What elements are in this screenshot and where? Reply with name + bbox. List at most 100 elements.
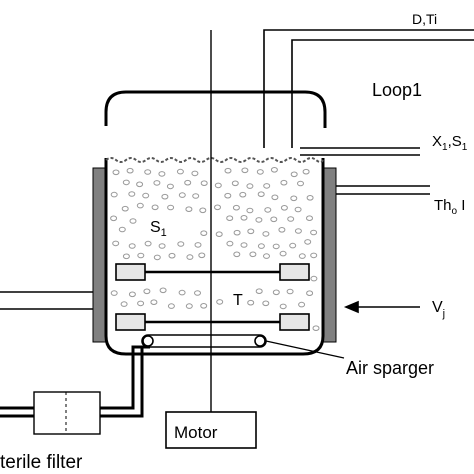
left-jacket xyxy=(92,167,107,343)
bubble xyxy=(302,168,310,175)
bubble xyxy=(194,242,202,248)
bubble xyxy=(185,303,193,309)
bubble xyxy=(286,288,294,295)
vessel-head xyxy=(104,90,327,128)
bubble xyxy=(191,170,199,177)
bubble xyxy=(306,290,314,297)
upper-impeller xyxy=(115,263,310,281)
bubble xyxy=(129,218,137,224)
bubble xyxy=(257,191,265,197)
bubble xyxy=(137,252,145,259)
bubble xyxy=(112,240,120,247)
bubble xyxy=(310,275,318,282)
bubble xyxy=(122,179,130,186)
bubble xyxy=(214,204,221,211)
bubble xyxy=(158,171,166,177)
bubble xyxy=(278,227,286,233)
bubble xyxy=(176,168,184,175)
label-air-sparger: Air sparger xyxy=(346,358,434,378)
bubble xyxy=(263,183,271,189)
bubble xyxy=(198,252,206,259)
bubble xyxy=(200,180,208,186)
bubble xyxy=(232,204,240,211)
gas-bubbles xyxy=(110,167,320,332)
bubble xyxy=(262,300,270,307)
s1-subscript: 1 xyxy=(161,227,167,239)
label-x1-s1: X1,S1 xyxy=(432,133,468,153)
bubble xyxy=(257,243,265,249)
bubble xyxy=(167,204,175,211)
bubble xyxy=(279,303,287,310)
bubble xyxy=(289,242,297,249)
bubble xyxy=(137,300,145,307)
bubble xyxy=(280,179,288,186)
liquid-surface xyxy=(105,157,324,163)
bubble xyxy=(120,301,128,307)
bubble xyxy=(153,180,161,186)
bubble xyxy=(240,215,248,221)
th-rest: I xyxy=(457,197,465,214)
bubble xyxy=(270,216,278,223)
bubble xyxy=(126,167,134,174)
bubble xyxy=(255,217,263,223)
bubble xyxy=(294,228,302,234)
label-d-ti: D,Ti xyxy=(412,11,437,27)
bubble xyxy=(306,215,313,221)
bubble xyxy=(262,231,270,237)
bubble xyxy=(153,254,161,261)
bubble xyxy=(304,239,312,245)
motor-box xyxy=(165,411,257,449)
label-s1: S1 xyxy=(150,219,167,239)
bubble xyxy=(310,252,318,259)
bubble xyxy=(194,290,201,296)
bubble xyxy=(185,206,193,212)
bubble xyxy=(246,207,254,214)
bubble xyxy=(118,226,126,233)
bubble xyxy=(128,191,136,197)
bubble xyxy=(166,183,174,190)
bubble xyxy=(306,195,314,201)
bubble xyxy=(128,243,136,249)
bubble xyxy=(247,228,255,235)
bubble xyxy=(280,205,288,211)
bubble xyxy=(272,289,280,296)
bubble xyxy=(290,171,298,178)
bubble xyxy=(199,207,207,214)
bubble xyxy=(249,251,257,258)
bubble xyxy=(158,243,166,249)
vessel-body xyxy=(104,158,325,356)
bubble xyxy=(144,169,152,175)
bubble xyxy=(298,301,306,308)
bubble xyxy=(271,194,279,201)
bubble xyxy=(144,240,152,247)
bubble xyxy=(214,182,222,189)
bubble xyxy=(200,230,208,236)
bubble xyxy=(110,191,118,198)
bubble xyxy=(136,202,144,209)
bubble xyxy=(178,289,186,296)
bubble xyxy=(290,195,298,202)
bubble xyxy=(240,242,248,248)
bubble xyxy=(231,180,239,187)
bubble xyxy=(143,288,151,295)
bubble xyxy=(310,229,318,236)
bubble xyxy=(177,241,185,247)
x1-subscript: 1 xyxy=(442,142,448,153)
bubble xyxy=(150,299,158,306)
label-vj: Vj xyxy=(432,299,445,320)
bubble xyxy=(287,216,295,222)
bubble xyxy=(298,253,306,259)
bubble xyxy=(178,192,186,198)
bubble xyxy=(128,291,136,298)
bubble xyxy=(294,206,302,213)
bubble xyxy=(184,179,192,186)
lower-impeller xyxy=(115,313,310,331)
bubble xyxy=(142,192,150,199)
sterile-filter xyxy=(33,391,101,435)
bubble xyxy=(167,303,175,309)
label-th: Tho I xyxy=(434,197,465,217)
x1-main: X xyxy=(432,133,442,150)
bubble xyxy=(247,299,255,306)
bubble xyxy=(279,250,287,257)
air-supply-line xyxy=(0,345,150,418)
